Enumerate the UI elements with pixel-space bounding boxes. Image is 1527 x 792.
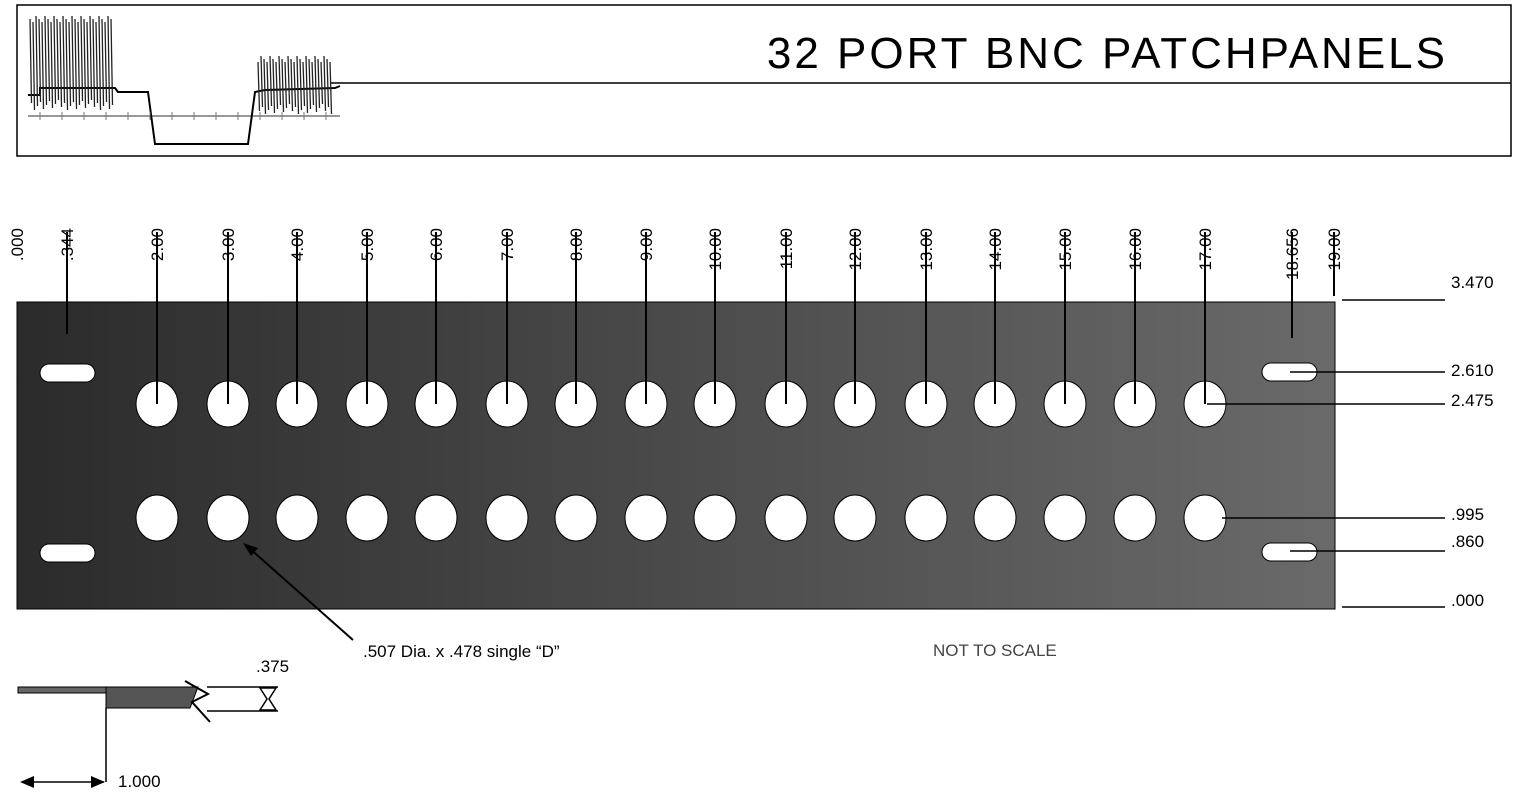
port-hole-r2-c2 [206, 494, 250, 542]
x-label-10: 10.00 [706, 228, 725, 271]
x-label-0: .000 [8, 228, 27, 261]
port-hole-r2-c15 [1113, 494, 1157, 542]
side-view-thickness-label: .375 [256, 657, 289, 676]
side-view-break [184, 680, 211, 723]
x-label-5: 5.00 [358, 228, 377, 261]
x-label-3: 3.00 [219, 228, 238, 261]
side-view-body [105, 686, 199, 709]
depth-arrow-right [91, 776, 105, 788]
x-label-15: 15.00 [1056, 228, 1075, 271]
y-label-995: .995 [1451, 505, 1484, 524]
mounting-slot-bottom-right [1261, 542, 1318, 562]
y-label-2475: 2.475 [1451, 391, 1494, 410]
port-hole-r2-c8 [624, 494, 668, 542]
mounting-slot-bottom-left [39, 543, 96, 563]
side-view-detail: .375 1.000 [17, 657, 289, 791]
port-hole-r2-c6 [485, 494, 529, 542]
x-label-16: 16.00 [1126, 228, 1145, 271]
panel-face [16, 301, 1336, 610]
x-label-11: 11.00 [777, 228, 796, 269]
port-hole-r2-c10 [764, 494, 808, 542]
port-hole-r2-c12 [904, 494, 948, 542]
thickness-arrows [258, 687, 278, 711]
y-label-3470: 3.470 [1451, 273, 1494, 292]
waveform-logo [28, 15, 341, 145]
y-label-860: .860 [1451, 532, 1484, 551]
y-label-000: .000 [1451, 591, 1484, 610]
port-hole-r2-c5 [414, 494, 458, 542]
page-title: 32 PORT BNC PATCHPANELS [767, 29, 1448, 78]
x-label-1: .344 [58, 228, 77, 261]
callout-leader [247, 546, 354, 641]
hole-callout: .507 Dia. x .478 single “D” [243, 543, 560, 661]
side-view-flange [17, 686, 109, 694]
x-label-6: 6.00 [427, 228, 446, 261]
x-label-7: 7.00 [498, 228, 517, 261]
header-frame [16, 4, 1512, 157]
port-hole-r2-c11 [833, 494, 877, 542]
port-hole-r2-c16 [1183, 494, 1227, 542]
x-label-9: 9.00 [637, 228, 656, 261]
mounting-slot-top-left [39, 363, 96, 383]
hole-callout-text: .507 Dia. x .478 single “D” [363, 642, 560, 661]
callout-arrowhead [243, 543, 258, 556]
bnc-port-holes [135, 380, 1227, 542]
port-hole-r2-c14 [1043, 494, 1087, 542]
depth-arrow-left [20, 776, 34, 788]
x-label-14: 14.00 [986, 228, 1005, 271]
x-label-18: 18.656 [1283, 228, 1302, 280]
x-label-17: 17.00 [1196, 228, 1215, 271]
y-label-2610: 2.610 [1451, 361, 1494, 380]
port-hole-r2-c3 [275, 494, 319, 542]
port-hole-r2-c4 [345, 494, 389, 542]
port-hole-r2-c9 [693, 494, 737, 542]
x-label-8: 8.00 [567, 228, 586, 261]
x-label-2: 2.00 [148, 228, 167, 261]
x-label-13: 13.00 [917, 228, 936, 271]
x-label-4: 4.00 [288, 228, 307, 261]
mounting-slots [39, 362, 1318, 563]
x-label-19: 19.00 [1325, 228, 1344, 271]
horizontal-dimensions: .000 .344 2.00 3.00 4.00 5.00 6.00 7.00 8.00 9.00… [8, 228, 1344, 404]
x-label-12: 12.00 [846, 228, 865, 271]
side-view-depth-label: 1.000 [118, 772, 161, 791]
vertical-dimensions: 3.470 2.610 2.475 .995 .860 .000 [1207, 273, 1494, 610]
port-hole-r2-c13 [973, 494, 1017, 542]
scale-note: NOT TO SCALE [933, 641, 1057, 660]
port-hole-r2-c1 [135, 494, 179, 542]
header-banner: 32 PORT BNC PATCHPANELS [16, 4, 1512, 157]
port-hole-r2-c7 [554, 494, 598, 542]
